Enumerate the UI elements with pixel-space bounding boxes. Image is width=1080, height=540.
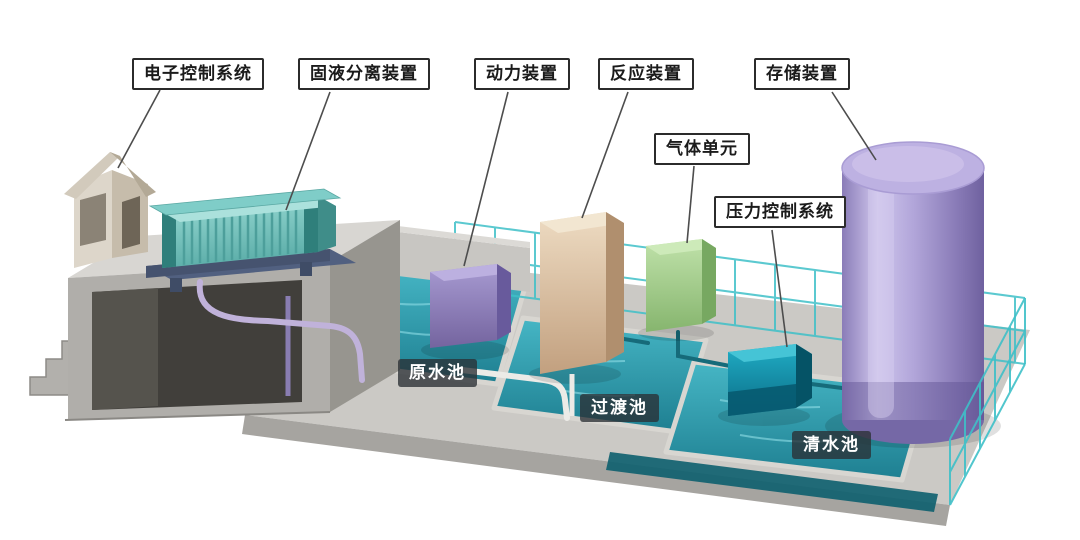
- pool-tag-clear-water: 清水池: [792, 431, 871, 460]
- callout-electronic-control-system: 电子控制系统: [132, 58, 264, 91]
- callout-reaction-unit: 反应装置: [598, 58, 694, 91]
- leader-power-unit: [463, 91, 509, 267]
- leader-gas-unit: [686, 165, 695, 244]
- reaction-tower: [540, 212, 624, 416]
- control-hut: [64, 152, 156, 268]
- leader-solid-liquid: [285, 91, 331, 211]
- leader-storage-unit: [831, 91, 877, 161]
- right-fence: [949, 297, 1026, 506]
- pool-tag-raw-water: 原水池: [398, 359, 477, 388]
- leader-pressure-control: [771, 229, 788, 348]
- teal-pipe-gas-pressure: [676, 330, 732, 368]
- callout-power-unit: 动力装置: [474, 58, 570, 91]
- callout-gas-unit: 气体单元: [654, 133, 750, 166]
- leader-electronic-control: [117, 89, 161, 169]
- white-pipe: [459, 367, 570, 421]
- gas-unit-box: [646, 239, 716, 332]
- pool-tag-transition: 过渡池: [580, 394, 659, 423]
- storage-tank: [841, 141, 985, 444]
- purple-pipe: [196, 279, 365, 383]
- callout-storage-unit: 存储装置: [754, 58, 850, 91]
- pressure-control-box: [728, 344, 812, 416]
- filter-press-machine: [146, 188, 356, 292]
- callout-solid-liquid-separation: 固液分离装置: [298, 58, 430, 91]
- power-unit-box: [430, 264, 511, 348]
- leader-reaction-unit: [581, 91, 629, 219]
- callout-pressure-control-system: 压力控制系统: [714, 196, 846, 229]
- leader-lines: [117, 89, 877, 348]
